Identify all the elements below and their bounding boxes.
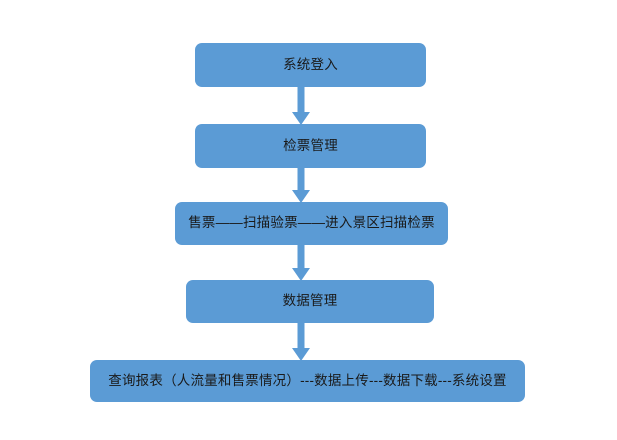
arrow-down-icon [291, 322, 311, 361]
arrow-down-icon [291, 244, 311, 281]
flow-node-label: 数据管理 [282, 293, 338, 309]
flow-node-reports-upload-download-settings[interactable]: 查询报表（人流量和售票情况）---数据上传---数据下载---系统设置 [90, 360, 525, 402]
flow-node-label: 检票管理 [283, 137, 338, 153]
flow-node-data-management[interactable]: 数据管理 [186, 280, 434, 323]
arrow-down-icon [291, 86, 311, 125]
flow-node-ticket-check-management[interactable]: 检票管理 [195, 124, 426, 168]
flow-node-label: 查询报表（人流量和售票情况）---数据上传---数据下载---系统设置 [108, 372, 507, 388]
flow-node-label: 系统登入 [283, 56, 338, 72]
flow-node-label: 售票——扫描验票——进入景区扫描检票 [188, 215, 435, 231]
arrow-down-icon [291, 167, 311, 203]
flow-node-ticket-sale-scan-entry[interactable]: 售票——扫描验票——进入景区扫描检票 [175, 202, 448, 245]
flow-node-system-login[interactable]: 系统登入 [195, 43, 426, 87]
